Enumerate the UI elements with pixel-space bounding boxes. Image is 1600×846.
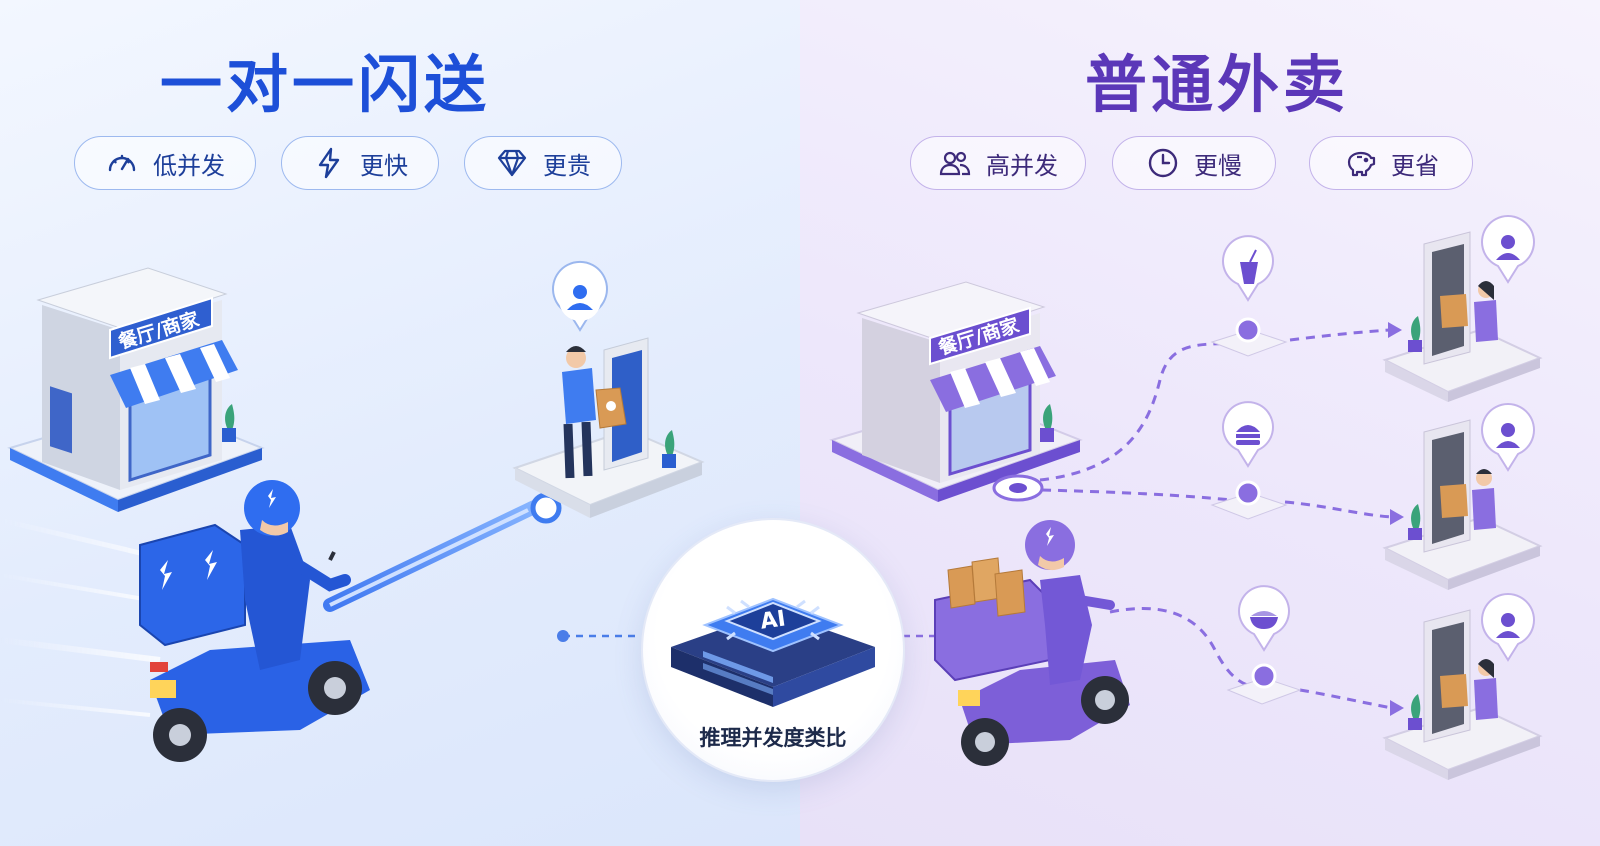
tag-slower: 更慢 bbox=[1112, 136, 1276, 190]
clock-icon bbox=[1148, 148, 1178, 178]
users-icon bbox=[939, 151, 971, 176]
tag-label: 更快 bbox=[360, 151, 408, 180]
burger-icon bbox=[1222, 401, 1274, 468]
tag-label: 更慢 bbox=[1194, 151, 1242, 180]
drink-icon bbox=[1222, 235, 1274, 302]
right-user-pin-icon bbox=[1481, 403, 1535, 472]
ai-caption: 推理并发度类比 bbox=[699, 726, 847, 750]
rice-bowl-icon bbox=[1238, 585, 1290, 652]
piggy-bank-icon bbox=[1347, 151, 1376, 177]
tag-label: 高并发 bbox=[986, 151, 1058, 180]
right-customer-platform-1 bbox=[1382, 231, 1543, 402]
diamond-icon bbox=[497, 149, 527, 177]
right-scooter-rider bbox=[934, 520, 1130, 766]
right-user-pin-icon bbox=[1481, 593, 1535, 662]
ai-chip-server-icon: AI bbox=[671, 597, 875, 707]
ai-chip-label: AI bbox=[759, 606, 787, 634]
right-customer-platform-3 bbox=[1382, 609, 1543, 780]
left-scooter-rider bbox=[139, 480, 370, 762]
tag-faster: 更快 bbox=[281, 136, 439, 190]
right-title: 普通外卖 bbox=[1085, 48, 1350, 121]
right-customer-platform-2 bbox=[1382, 419, 1543, 590]
tag-label: 更省 bbox=[1391, 151, 1439, 180]
right-user-pin-icon bbox=[1481, 215, 1535, 284]
tag-high-concurrency: 高并发 bbox=[910, 136, 1086, 190]
left-customer-platform bbox=[512, 337, 705, 518]
route-arrowheads bbox=[1388, 322, 1404, 716]
tag-cheaper: 更省 bbox=[1309, 136, 1473, 190]
waypoint-nodes bbox=[1210, 317, 1302, 705]
shared-routes bbox=[1039, 328, 1393, 710]
tag-more-expensive: 更贵 bbox=[464, 136, 622, 190]
tag-label: 更贵 bbox=[543, 151, 591, 180]
tag-label: 低并发 bbox=[153, 151, 225, 180]
left-store-building bbox=[7, 267, 265, 512]
left-user-pin-icon bbox=[552, 261, 608, 332]
speedometer-icon bbox=[108, 154, 136, 172]
tag-low-concurrency: 低并发 bbox=[74, 136, 256, 190]
lightning-icon bbox=[318, 147, 340, 179]
right-store-building bbox=[829, 281, 1083, 502]
left-title: 一对一闪送 bbox=[160, 48, 491, 121]
